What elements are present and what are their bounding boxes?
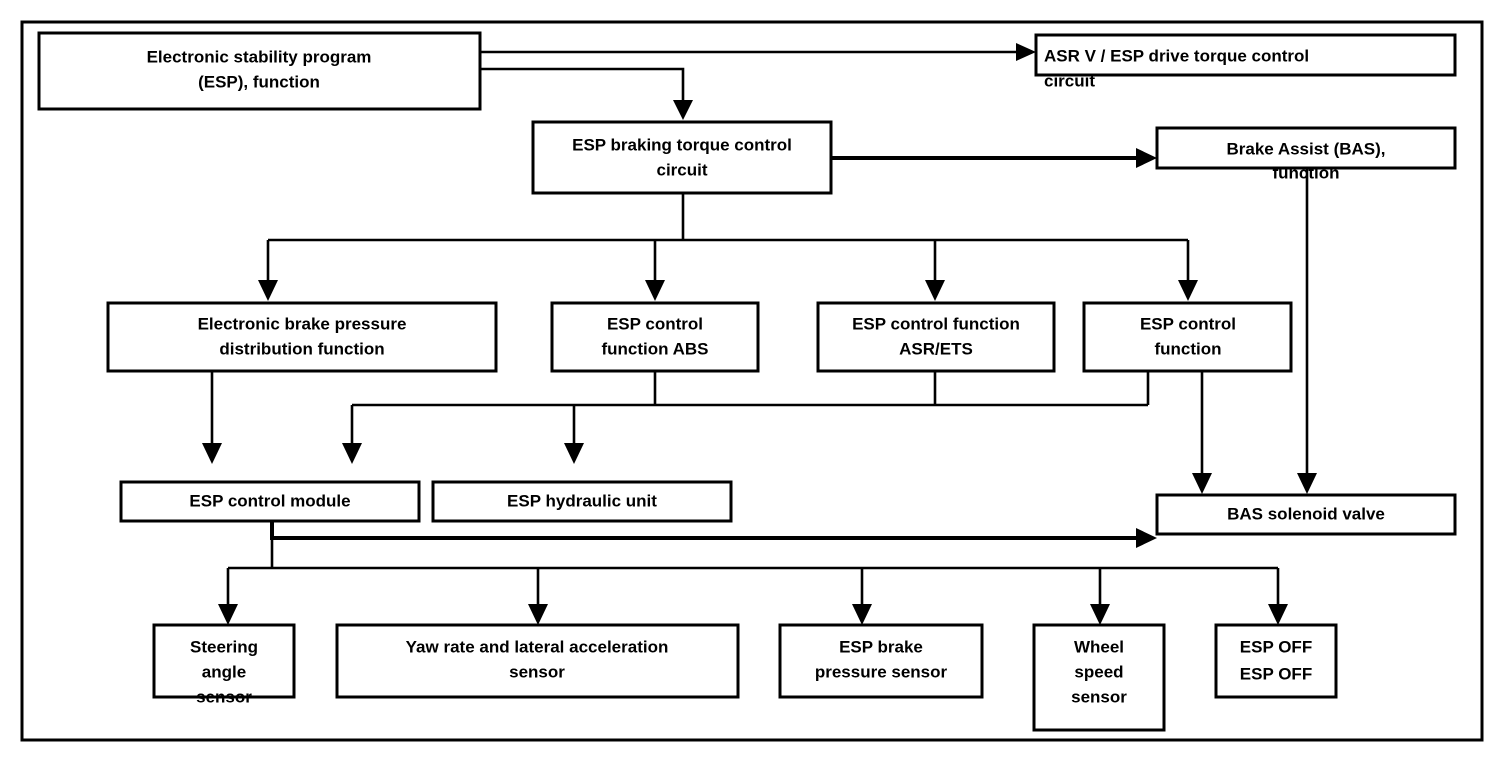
node-esp-brake-pressure-sensor[interactable]: ESP brake pressure sensor (778, 623, 984, 699)
connector-layer (202, 43, 1317, 625)
node-wheel-speed-sensor-line-2: sensor (1071, 687, 1127, 706)
edge-control-function-to-bas-valve (1192, 371, 1212, 494)
node-esp-off[interactable]: ESP OFF ESP OFF (1214, 623, 1338, 699)
node-esp-function-line-0: Electronic stability program (147, 47, 372, 66)
node-wheel-speed-sensor-line-1: speed (1074, 662, 1123, 681)
node-esp-brake-pressure-sensor-line-0: ESP brake (839, 637, 923, 656)
node-esp-off-line-1: ESP OFF (1240, 664, 1312, 683)
node-ebd-function-line-0: Electronic brake pressure (198, 314, 407, 333)
node-asr-v-drive-torque-line-1: circuit (1044, 71, 1095, 90)
node-yaw-rate-sensor-line-0: Yaw rate and lateral acceleration (406, 637, 669, 656)
edge-esp-to-asr (480, 43, 1036, 61)
node-esp-abs-line-1: function ABS (601, 339, 708, 358)
node-ebd-function-line-1: distribution function (219, 339, 384, 358)
node-esp-hydraulic-unit-line-0: ESP hydraulic unit (507, 491, 657, 510)
node-yaw-rate-sensor-line-1: sensor (509, 662, 565, 681)
node-bas-solenoid-valve-line-0: BAS solenoid valve (1227, 504, 1385, 523)
node-esp-braking-torque-line-0: ESP braking torque control (572, 135, 792, 154)
node-wheel-speed-sensor[interactable]: Wheel speed sensor (1032, 623, 1166, 732)
node-steering-angle-sensor-line-2: sensor (196, 687, 252, 706)
edge-esp-to-braking-torque (480, 67, 693, 120)
node-yaw-rate-sensor[interactable]: Yaw rate and lateral acceleration sensor (335, 623, 740, 699)
node-esp-function-line-1: (ESP), function (198, 72, 320, 91)
node-esp-brake-pressure-sensor-line-1: pressure sensor (815, 662, 948, 681)
edge-braking-torque-bus (258, 193, 1198, 301)
node-esp-asr-ets-line-1: ASR/ETS (899, 339, 973, 358)
node-esp-function[interactable]: Electronic stability program (ESP), func… (37, 31, 482, 111)
diagram-outer-frame (20, 20, 1484, 742)
edge-row3-lower-bus (342, 371, 1150, 464)
node-asr-v-drive-torque[interactable]: ASR V / ESP drive torque control circuit (1034, 33, 1457, 90)
edge-control-module-to-bas-valve (270, 521, 1157, 548)
node-brake-assist-line-1: function (1272, 163, 1339, 182)
node-esp-control-function-line-1: function (1154, 339, 1221, 358)
node-steering-angle-sensor-line-1: angle (202, 662, 246, 681)
node-esp-asr-ets[interactable]: ESP control function ASR/ETS (816, 301, 1056, 373)
node-esp-off-line-0: ESP OFF (1240, 637, 1312, 656)
node-ebd-function[interactable]: Electronic brake pressure distribution f… (106, 301, 498, 373)
node-esp-control-function[interactable]: ESP control function (1082, 301, 1293, 373)
node-bas-solenoid-valve[interactable]: BAS solenoid valve (1155, 493, 1457, 536)
node-esp-control-module-line-0: ESP control module (189, 491, 350, 510)
node-esp-braking-torque-line-1: circuit (656, 160, 707, 179)
node-wheel-speed-sensor-line-0: Wheel (1074, 637, 1124, 656)
node-asr-v-drive-torque-line-0: ASR V / ESP drive torque control (1044, 46, 1309, 65)
edge-brake-assist-to-bas-valve (1297, 168, 1317, 494)
node-esp-braking-torque[interactable]: ESP braking torque control circuit (531, 120, 833, 195)
node-esp-abs[interactable]: ESP control function ABS (550, 301, 760, 373)
node-steering-angle-sensor-line-0: Steering (190, 637, 258, 656)
edge-braking-torque-to-bas (831, 148, 1157, 168)
node-esp-control-module[interactable]: ESP control module (119, 480, 421, 523)
edge-ebd-to-control-module (202, 371, 222, 464)
node-esp-hydraulic-unit[interactable]: ESP hydraulic unit (431, 480, 733, 523)
node-esp-control-function-line-0: ESP control (1140, 314, 1236, 333)
edge-bottom-sensor-bus (218, 538, 1288, 625)
node-brake-assist-line-0: Brake Assist (BAS), (1226, 139, 1385, 158)
node-steering-angle-sensor[interactable]: Steering angle sensor (152, 623, 296, 706)
node-esp-asr-ets-line-0: ESP control function (852, 314, 1020, 333)
node-esp-abs-line-0: ESP control (607, 314, 703, 333)
node-brake-assist[interactable]: Brake Assist (BAS), function (1155, 126, 1457, 182)
